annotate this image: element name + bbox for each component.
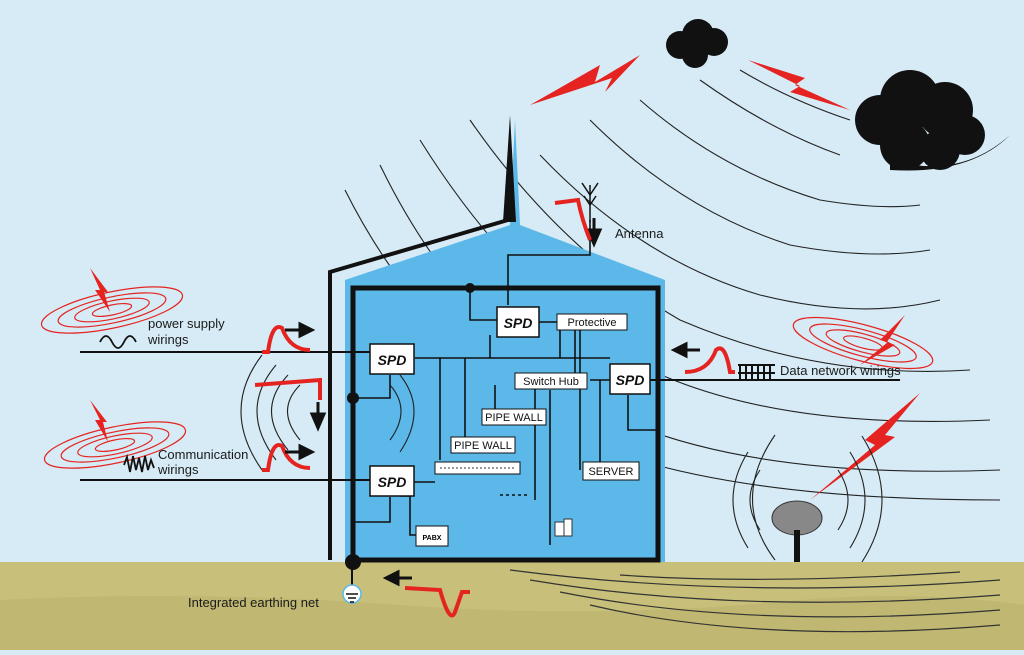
- svg-text:SPD: SPD: [378, 352, 407, 368]
- spd-communication: SPD: [369, 465, 415, 497]
- svg-text:PIPE WALL: PIPE WALL: [485, 412, 543, 424]
- svg-text:PABX: PABX: [423, 535, 442, 542]
- spd-data-network: SPD: [609, 363, 651, 395]
- modem-rack: [434, 461, 521, 475]
- lightning-bolt-power: [90, 268, 110, 312]
- spd-power: SPD: [369, 343, 415, 375]
- pabx-box: PABX: [415, 525, 449, 547]
- tree-icon: [771, 500, 823, 562]
- data-network-label: Data network wirings: [780, 363, 901, 378]
- antenna-label: Antenna: [615, 226, 664, 241]
- induced-field-data: [792, 316, 934, 370]
- roof-down-conductor: [328, 218, 509, 560]
- comm-surge: [262, 443, 316, 472]
- ground: [0, 562, 1024, 650]
- data-surge: [670, 341, 775, 380]
- server-box: SERVER: [582, 461, 640, 481]
- noise-wave-icon: [123, 453, 155, 473]
- sine-wave-icon: [99, 335, 137, 349]
- spd-antenna: SPD: [496, 306, 540, 338]
- induced-field-power: [40, 286, 184, 334]
- power-supply-label-2: wirings: [147, 332, 189, 347]
- communication-label-1: Communication: [158, 447, 248, 462]
- building: [328, 115, 665, 563]
- wall-surge: [254, 377, 327, 432]
- protective-box: Protective: [556, 313, 628, 331]
- lightning-bolt-top-right: [748, 60, 850, 110]
- communication-label-2: wirings: [157, 462, 199, 477]
- em-rings-wall: [240, 354, 415, 471]
- external-wirings: [80, 351, 900, 481]
- switch-hub-box: Switch Hub: [514, 372, 588, 390]
- power-supply-label-1: power supply: [148, 316, 225, 331]
- power-surge: [262, 321, 316, 354]
- inner-shield-room: [350, 285, 661, 563]
- cloud-large-icon: [855, 70, 1010, 171]
- em-rings-tree: [732, 434, 883, 563]
- cloud-small-icon: [666, 19, 728, 68]
- antenna-icon: [581, 182, 599, 222]
- antenna-surge-arrow: [585, 218, 603, 248]
- induced-field-comm: [43, 421, 187, 469]
- antenna-surge-waveform: [554, 197, 592, 241]
- svg-text:SPD: SPD: [616, 372, 645, 388]
- ground-surge-arcs: [509, 569, 1001, 633]
- earth-surge: [382, 569, 470, 618]
- lightning-bolt-comm: [90, 400, 108, 442]
- pipe-wall-box-2: PIPE WALL: [450, 436, 516, 454]
- lightning-bolt-top-left: [530, 55, 640, 105]
- svg-text:Switch Hub: Switch Hub: [523, 376, 579, 388]
- svg-text:SERVER: SERVER: [588, 466, 633, 478]
- pipe-wall-box-1: PIPE WALL: [481, 408, 547, 426]
- svg-text:Protective: Protective: [568, 317, 617, 329]
- svg-text:PIPE WALL: PIPE WALL: [454, 440, 512, 452]
- earthing-label: Integrated earthing net: [188, 595, 319, 610]
- svg-text:SPD: SPD: [504, 315, 533, 331]
- svg-text:SPD: SPD: [378, 474, 407, 490]
- lightning-rod: [503, 115, 516, 222]
- earth-ground-icon: [342, 562, 362, 604]
- computer-icon: [554, 518, 573, 537]
- lightning-bolt-right: [810, 393, 920, 500]
- data-connector-icon: [738, 364, 775, 380]
